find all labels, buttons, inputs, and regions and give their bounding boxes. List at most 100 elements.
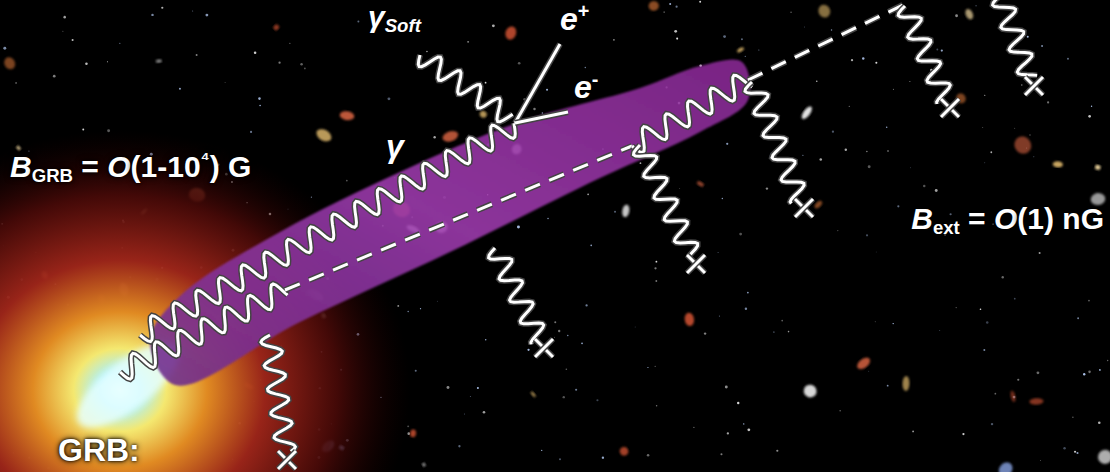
star: [849, 106, 850, 107]
star: [542, 112, 544, 114]
absorption-mark-shadow: [795, 199, 813, 217]
galaxy: [1029, 398, 1043, 405]
star: [179, 88, 181, 90]
axion-line: [285, 146, 632, 290]
text-part: =: [73, 150, 107, 183]
star: [470, 396, 471, 397]
text-part: GRB:: [58, 432, 140, 468]
text-part: ⁴: [201, 148, 210, 169]
star: [719, 316, 720, 317]
star: [935, 189, 938, 192]
photon-wave: [489, 248, 544, 344]
star: [485, 339, 486, 340]
star: [725, 386, 728, 389]
text-part: GRB: [32, 165, 73, 186]
star: [1077, 317, 1079, 319]
star: [790, 12, 791, 13]
star: [862, 57, 864, 59]
star: [554, 336, 556, 338]
star: [669, 3, 671, 5]
star: [407, 425, 409, 427]
star: [831, 29, 832, 30]
star: [674, 30, 677, 33]
star: [558, 330, 560, 332]
galaxy: [1010, 390, 1017, 402]
star: [758, 49, 759, 50]
star: [447, 386, 450, 389]
star: [1040, 460, 1042, 462]
star: [62, 30, 64, 32]
star: [839, 410, 841, 412]
star: [433, 136, 435, 138]
star: [832, 131, 834, 133]
star: [655, 280, 657, 282]
star: [1091, 106, 1092, 107]
star: [387, 97, 390, 100]
star: [693, 427, 694, 428]
star: [654, 267, 656, 269]
star: [994, 393, 996, 395]
star: [912, 431, 914, 433]
star: [567, 335, 568, 336]
star: [819, 158, 822, 161]
galaxy: [1053, 161, 1064, 168]
star: [250, 131, 252, 133]
star: [1072, 417, 1074, 419]
axion-line-shadow: [748, 4, 905, 80]
star: [151, 14, 153, 16]
star: [962, 433, 964, 435]
galaxy: [736, 46, 744, 53]
star: [289, 43, 290, 44]
star: [941, 50, 943, 52]
star: [161, 7, 163, 9]
absorption-mark-shadow: [941, 99, 959, 117]
star: [955, 14, 958, 17]
absorption-mark-shadow: [687, 255, 705, 273]
star: [259, 105, 261, 107]
star: [776, 450, 778, 452]
star: [192, 10, 194, 12]
absorption-mark-shadow: [535, 339, 553, 357]
absorption-mark-shadow: [1025, 77, 1043, 95]
star: [1107, 360, 1108, 361]
star: [704, 332, 706, 334]
star: [722, 198, 723, 199]
star: [1083, 373, 1085, 375]
text-part: =: [960, 202, 994, 235]
star: [936, 49, 938, 51]
star: [614, 211, 616, 213]
star: [407, 432, 410, 435]
absorption-mark-shadow: [535, 339, 553, 357]
star: [458, 445, 460, 447]
star: [887, 385, 889, 387]
absorption-mark: [278, 451, 296, 469]
star: [986, 321, 988, 323]
star: [53, 75, 56, 78]
star: [845, 149, 847, 151]
star: [1074, 451, 1076, 453]
star: [723, 35, 726, 38]
galaxy: [2, 55, 17, 71]
star: [63, 16, 66, 19]
star: [1099, 369, 1101, 371]
absorption-mark: [687, 255, 705, 273]
star: [868, 370, 870, 372]
electron-line: [515, 112, 568, 123]
star: [741, 38, 743, 40]
galaxy: [478, 110, 488, 120]
soft-photon-label: γSoft: [368, 0, 421, 37]
galaxy: [964, 8, 975, 21]
star: [802, 155, 803, 156]
star: [939, 330, 940, 331]
star: [1067, 58, 1069, 60]
star: [566, 368, 568, 370]
star: [866, 151, 868, 153]
star: [1047, 101, 1049, 103]
star: [816, 81, 817, 82]
absorption-mark: [278, 451, 296, 469]
star: [85, 62, 88, 65]
star: [1039, 252, 1041, 254]
star: [463, 413, 465, 415]
galaxy: [696, 180, 705, 187]
text-part: (1) nG: [1017, 202, 1104, 235]
